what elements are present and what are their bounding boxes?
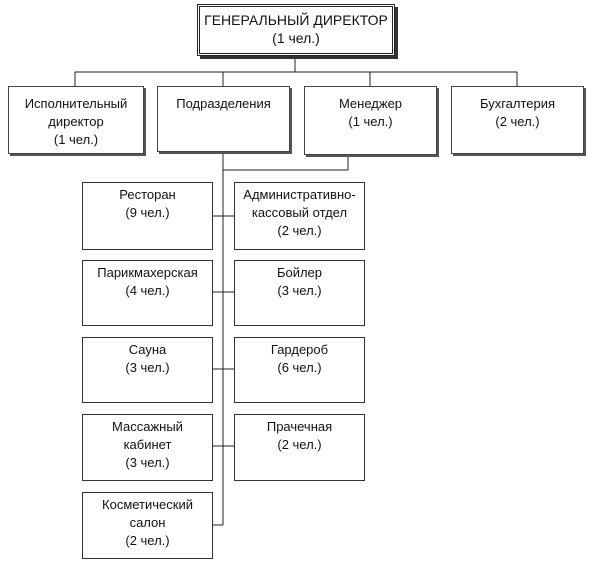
- restaurant-line-2: (9 чел.): [125, 205, 170, 220]
- wardrobe-box: Гардероб (6 чел.): [234, 337, 365, 403]
- sauna-line-1: Сауна: [128, 342, 167, 357]
- massage-line-3: (3 чел.): [125, 455, 170, 470]
- sauna-line-2: (3 чел.): [125, 360, 170, 375]
- manager-line-1: Менеджер: [338, 96, 403, 111]
- divisions-line-1: Подразделения: [176, 96, 271, 111]
- massage-line-1: Массажный: [112, 419, 183, 434]
- exec-director-box: Исполнительный директор (1 чел.): [8, 86, 144, 154]
- cosmetic-line-3: (2 чел.): [125, 533, 170, 548]
- laundry-box: Прачечная (2 чел.): [234, 414, 365, 481]
- ceo-box: ГЕНЕРАЛЬНЫЙ ДИРЕКТОР (1 чел.): [197, 4, 395, 56]
- laundry-line-1: Прачечная: [266, 419, 333, 434]
- wardrobe-line-1: Гардероб: [270, 342, 329, 357]
- hairdresser-line-2: (4 чел.): [125, 283, 170, 298]
- sauna-box: Сауна (3 чел.): [82, 337, 213, 403]
- restaurant-box: Ресторан (9 чел.): [82, 182, 213, 250]
- accounting-box: Бухгалтерия (2 чел.): [451, 86, 584, 154]
- exec-line-2: директор: [48, 114, 104, 129]
- boiler-box: Бойлер (3 чел.): [234, 260, 365, 326]
- massage-box: Массажный кабинет (3 чел.): [82, 414, 213, 481]
- ceo-count: (1 чел.): [272, 30, 320, 46]
- admin-line-1: Административно-: [243, 187, 356, 202]
- boiler-line-1: Бойлер: [276, 265, 323, 280]
- laundry-line-2: (2 чел.): [277, 437, 322, 452]
- divisions-box: Подразделения: [157, 86, 290, 152]
- wardrobe-line-2: (6 чел.): [277, 360, 322, 375]
- cosmetic-box: Косметический салон (2 чел.): [82, 492, 213, 559]
- accounting-line-2: (2 чел.): [495, 114, 540, 129]
- exec-line-1: Исполнительный: [24, 96, 128, 111]
- hairdresser-box: Парикмахерская (4 чел.): [82, 260, 213, 326]
- admin-cash-box: Административно- кассовый отдел (2 чел.): [234, 182, 365, 250]
- boiler-line-2: (3 чел.): [277, 283, 322, 298]
- hairdresser-line-1: Парикмахерская: [97, 265, 198, 280]
- manager-box: Менеджер (1 чел.): [304, 86, 437, 155]
- massage-line-2: кабинет: [123, 437, 172, 452]
- admin-line-2: кассовый отдел: [251, 205, 348, 220]
- exec-line-3: (1 чел.): [53, 132, 99, 147]
- manager-line-2: (1 чел.): [348, 114, 393, 129]
- cosmetic-line-2: салон: [129, 515, 166, 530]
- restaurant-line-1: Ресторан: [119, 187, 176, 202]
- cosmetic-line-1: Косметический: [102, 497, 193, 512]
- ceo-title: ГЕНЕРАЛЬНЫЙ ДИРЕКТОР: [204, 12, 388, 28]
- accounting-line-1: Бухгалтерия: [479, 96, 556, 111]
- admin-line-3: (2 чел.): [277, 223, 322, 238]
